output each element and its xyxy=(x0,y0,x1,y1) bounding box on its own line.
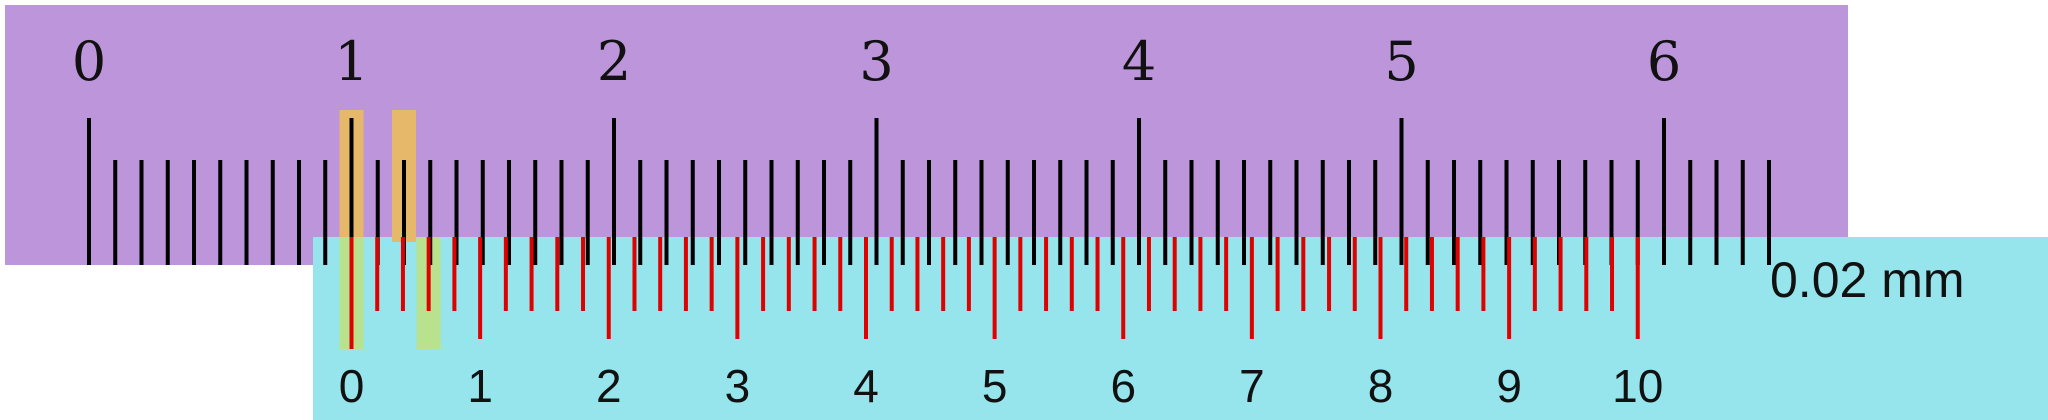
main-scale-label: 5 xyxy=(1384,30,1418,93)
main-scale-ticks xyxy=(87,118,1771,265)
vernier-scale-background xyxy=(313,237,2048,420)
main-scale-label: 3 xyxy=(859,30,893,93)
vernier-scale-label: 2 xyxy=(596,360,622,412)
main-scale-label: 0 xyxy=(72,30,106,93)
resolution-label: 0.02 mm xyxy=(1770,252,1965,308)
vernier-scale-label: 9 xyxy=(1496,360,1522,412)
vernier-scale-label: 8 xyxy=(1368,360,1394,412)
vernier-scale-label: 4 xyxy=(853,360,879,412)
main-scale-label: 4 xyxy=(1122,30,1156,93)
vernier-scale-label: 5 xyxy=(982,360,1008,412)
vernier-scale-label: 0 xyxy=(339,360,365,412)
main-scale-labels: 0 1 2 3 4 5 6 xyxy=(72,30,1681,93)
vernier-scale-label: 6 xyxy=(1110,360,1136,412)
vernier-scale-label: 3 xyxy=(725,360,751,412)
vernier-scale-labels: 0 1 2 3 4 5 6 7 8 9 10 xyxy=(339,360,1664,412)
main-scale-label: 6 xyxy=(1647,30,1681,93)
main-scale-label: 2 xyxy=(597,30,631,93)
main-scale-label: 1 xyxy=(334,30,368,93)
vernier-scale-label: 7 xyxy=(1239,360,1265,412)
vernier-scale-label: 10 xyxy=(1612,360,1663,412)
main-scale-background xyxy=(5,5,1848,265)
vernier-scale-label: 1 xyxy=(467,360,493,412)
vernier-scale-ticks xyxy=(349,237,1640,349)
